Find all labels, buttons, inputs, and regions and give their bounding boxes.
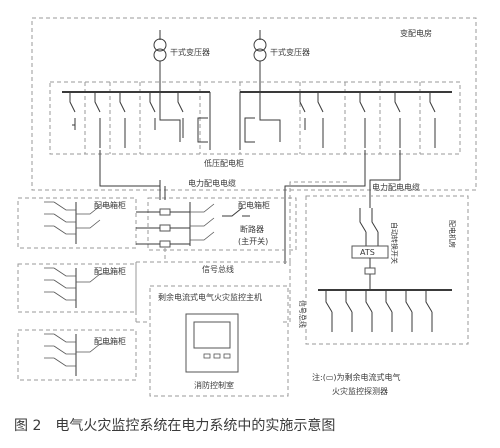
figure-caption: 图 2 电气火灾监控系统在电力系统中的实施示意图 [14, 417, 335, 434]
detector-4 [364, 267, 376, 275]
dist-room-box [305, 195, 469, 345]
control-room-label: 消防控制室 [194, 380, 234, 390]
dist-cabinet-label-3: 配电箱柜 [94, 266, 126, 276]
transformer-right-label: 干式变压器 [270, 47, 310, 57]
right-feeders [325, 290, 433, 332]
breaker-sub-label: (主开关) [238, 236, 268, 246]
transformer-left: 干式变压器 [153, 30, 210, 90]
breakers-box-2 [189, 202, 250, 246]
dist-cabinet-box-4 [17, 329, 137, 381]
dist-cabinet-box-1 [17, 197, 137, 249]
breakers-box-3 [44, 267, 112, 308]
dist-cabinet-label-1: 配电箱柜 [94, 200, 126, 210]
feeders [69, 90, 436, 150]
dist-room-label: 配电机房 [448, 220, 457, 248]
note-line1: 注:(▭)为剩余电流式电气 [312, 372, 401, 382]
auto-switch-label: 自动转换开关 [390, 222, 399, 264]
transformer-right: 干式变压器 [253, 30, 310, 90]
host-label: 剩余电流式电气火灾监控主机 [158, 292, 262, 302]
power-cable-right-label: 电力配电电缆 [372, 182, 420, 192]
breakers-box-4 [44, 333, 112, 376]
signal-bus-label: 信号总线 [202, 264, 234, 274]
power-cable-right [284, 150, 366, 264]
transformer-left-label: 干式变压器 [170, 47, 210, 57]
dist-cabinet-box-3 [17, 263, 137, 313]
detector-2 [159, 224, 171, 232]
power-cable-main [99, 150, 161, 200]
dist-cabinet-box-2 [147, 197, 297, 251]
control-room-box [149, 285, 289, 397]
detector-3 [159, 240, 171, 248]
detector-1 [159, 208, 171, 216]
breakers-box-1 [44, 201, 112, 244]
signal-bus-vertical-label: 信号总线 [298, 300, 307, 328]
dist-cabinet-label-2: 配电箱柜 [238, 200, 270, 210]
note-line2: 火灾监控探测器 [332, 386, 388, 396]
substation-label: 变配电房 [400, 28, 432, 38]
ats-label: ATS [360, 248, 375, 257]
monitor-host [185, 313, 239, 373]
power-cable-main-label: 电力配电电缆 [188, 178, 236, 188]
breaker-label: 断路器 [240, 224, 264, 234]
signal-bus-line [136, 181, 350, 263]
lv-cabinet-label: 低压配电柜 [204, 158, 244, 168]
dist-cabinet-label-4: 配电箱柜 [94, 336, 126, 346]
